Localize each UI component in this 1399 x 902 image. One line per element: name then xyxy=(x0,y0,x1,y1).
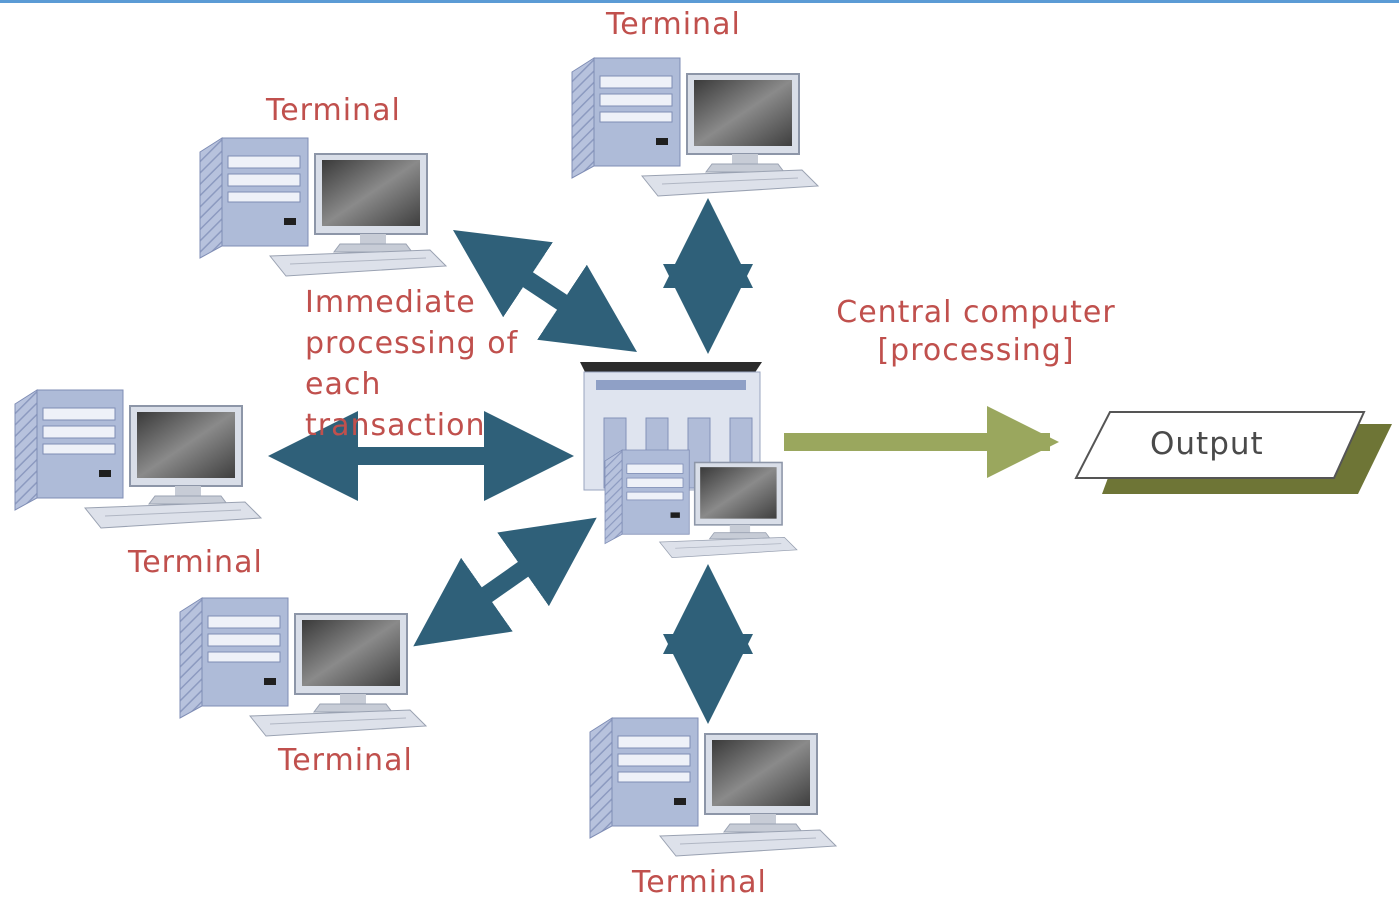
terminal-left-label: Terminal xyxy=(128,545,263,580)
terminal-top-computer xyxy=(571,57,819,197)
arrow-upper-left xyxy=(452,230,638,352)
terminal-upper-left-computer xyxy=(199,137,447,277)
terminal-lower-left-label: Terminal xyxy=(278,743,413,778)
arrow-lower-left xyxy=(413,517,597,647)
top-border xyxy=(0,0,1399,3)
connection-arrows xyxy=(268,198,753,724)
central-computer-label: Central computer [processing] xyxy=(836,295,1116,368)
annotation-immediate-processing: Immediate processing of each transaction xyxy=(305,285,519,443)
terminal-bottom-label: Terminal xyxy=(632,865,767,900)
central-server xyxy=(580,362,798,559)
terminal-bottom-computer xyxy=(589,717,837,857)
terminal-top-label: Terminal xyxy=(606,7,741,42)
terminal-lower-left-computer xyxy=(179,597,427,737)
output-label: Output xyxy=(1150,426,1264,462)
output-shape xyxy=(1074,411,1392,494)
terminal-left-computer xyxy=(14,389,262,529)
terminal-upper-left-label: Terminal xyxy=(266,93,401,128)
